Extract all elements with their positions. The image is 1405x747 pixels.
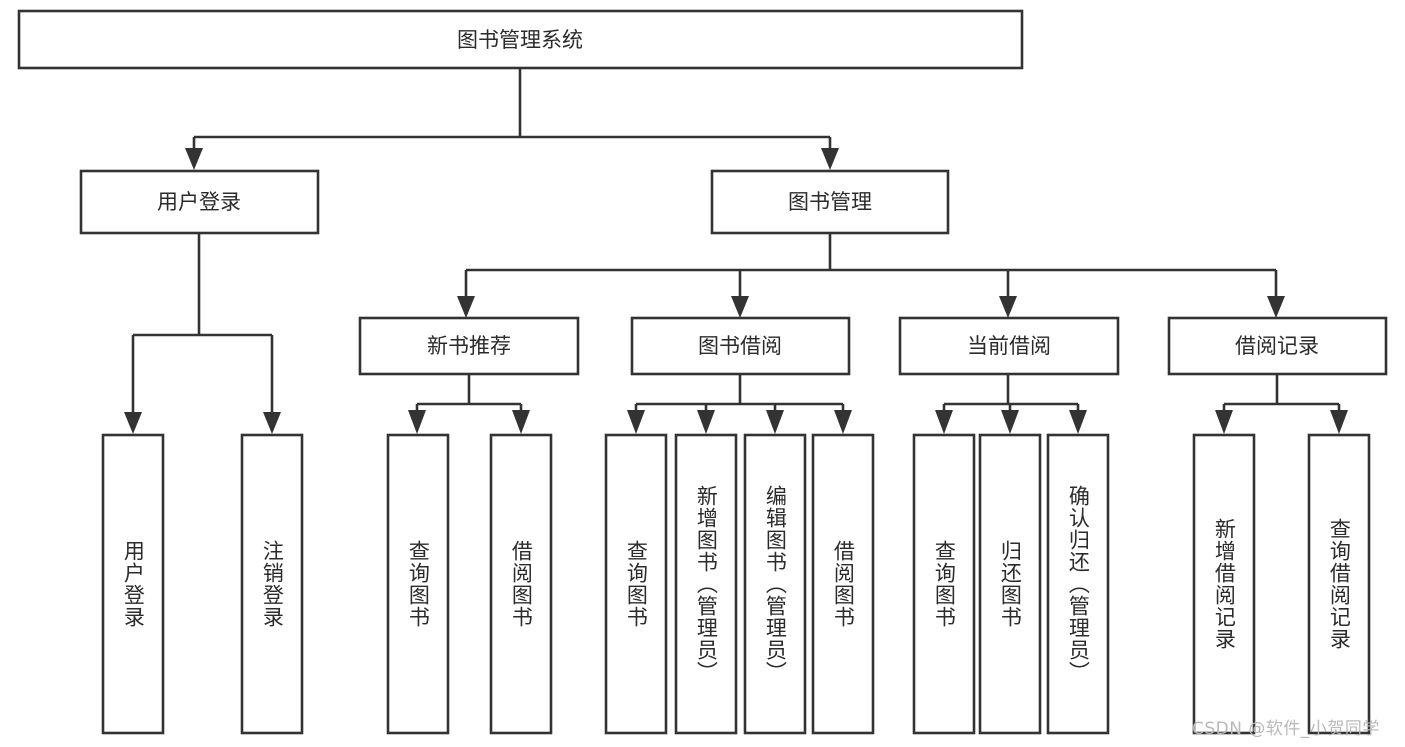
arrow-user-leaf1-icon bbox=[124, 412, 142, 434]
node-borrow-record-box[interactable] bbox=[1167, 316, 1388, 376]
node-root-box[interactable] bbox=[17, 9, 1024, 70]
leaf-box-borrow-edit-book[interactable] bbox=[743, 433, 807, 735]
leaf-label-current-confirm-return: 确认归还（管理员） bbox=[1066, 485, 1091, 683]
arrow-borrow-l1-icon bbox=[627, 410, 645, 434]
leaf-label-borrow-edit-book: 编辑图书（管理员） bbox=[763, 485, 788, 683]
arrow-user-leaf2-icon bbox=[263, 412, 281, 434]
node-book-management-box[interactable] bbox=[710, 169, 950, 235]
node-new-book-recommend[interactable]: 新书推荐 bbox=[358, 316, 580, 376]
node-book-management-label: 图书管理 bbox=[788, 190, 872, 214]
leaf-box-record-query[interactable] bbox=[1307, 433, 1371, 735]
leaf-label-borrow-borrow-book: 借阅图书 bbox=[831, 540, 856, 628]
node-book-borrow-box[interactable] bbox=[630, 316, 851, 376]
arrow-book-c1-icon bbox=[457, 296, 475, 318]
arrow-root-to-book-icon bbox=[821, 148, 839, 170]
arrow-record-l1-icon bbox=[1215, 410, 1233, 434]
node-current-borrow-box[interactable] bbox=[898, 316, 1120, 376]
arrow-rec-l1-icon bbox=[408, 410, 426, 434]
arrow-borrow-l2-icon bbox=[697, 410, 715, 434]
node-user-login-box[interactable] bbox=[79, 169, 320, 235]
leaf-box-current-confirm-return[interactable] bbox=[1046, 433, 1110, 735]
arrow-current-l2-icon bbox=[1001, 410, 1019, 434]
leaf-box-borrow-borrow-book[interactable] bbox=[811, 433, 875, 735]
node-book-borrow[interactable]: 图书借阅 bbox=[630, 316, 851, 376]
arrow-current-l1-icon bbox=[935, 410, 953, 434]
arrow-book-c4-icon bbox=[1267, 296, 1285, 318]
leaf-box-user-login[interactable] bbox=[101, 433, 165, 735]
leaf-label-user-logout: 注销登录 bbox=[260, 540, 285, 628]
leaf-label-borrow-query-book: 查询图书 bbox=[624, 540, 649, 628]
node-user-login-label: 用户登录 bbox=[157, 190, 241, 214]
leaf-label-current-query-book: 查询图书 bbox=[932, 540, 957, 628]
node-current-borrow-label: 当前借阅 bbox=[967, 334, 1051, 358]
arrow-book-c2-icon bbox=[731, 296, 749, 318]
node-root[interactable]: 图书管理系统 bbox=[17, 9, 1024, 70]
arrow-borrow-l4-icon bbox=[834, 410, 852, 434]
leaf-box-group bbox=[101, 433, 1371, 735]
leaf-label-user-login: 用户登录 bbox=[121, 540, 146, 628]
leaf-label-rec-query-book: 查询图书 bbox=[406, 540, 431, 628]
node-current-borrow[interactable]: 当前借阅 bbox=[898, 316, 1120, 376]
arrow-rec-l2-icon bbox=[512, 410, 530, 434]
leaf-label-record-query: 查询借阅记录 bbox=[1327, 518, 1352, 650]
arrow-record-l2-icon bbox=[1330, 410, 1348, 434]
leaf-box-current-return-book[interactable] bbox=[978, 433, 1042, 735]
leaf-box-borrow-add-book[interactable] bbox=[674, 433, 738, 735]
leaf-box-record-add[interactable] bbox=[1192, 433, 1256, 735]
node-book-management[interactable]: 图书管理 bbox=[710, 169, 950, 235]
connector-group bbox=[124, 68, 1348, 434]
leaf-label-borrow-add-book: 新增图书（管理员） bbox=[694, 485, 719, 683]
leaf-label-current-return-book: 归还图书 bbox=[998, 540, 1023, 628]
node-borrow-record[interactable]: 借阅记录 bbox=[1167, 316, 1388, 376]
arrow-book-c3-icon bbox=[999, 296, 1017, 318]
node-new-book-recommend-label: 新书推荐 bbox=[427, 334, 511, 358]
node-new-book-recommend-box[interactable] bbox=[358, 316, 580, 376]
arrow-borrow-l3-icon bbox=[766, 410, 784, 434]
leaf-box-current-query-book[interactable] bbox=[912, 433, 976, 735]
leaf-box-rec-borrow-book[interactable] bbox=[489, 433, 553, 735]
node-book-borrow-label: 图书借阅 bbox=[698, 334, 782, 358]
leaf-label-rec-borrow-book: 借阅图书 bbox=[509, 540, 534, 628]
leaf-box-borrow-query-book[interactable] bbox=[604, 433, 668, 735]
csdn-watermark: CSDN @软件_小贺同学 bbox=[1192, 719, 1380, 739]
node-borrow-record-label: 借阅记录 bbox=[1235, 334, 1319, 358]
arrow-root-to-user-icon bbox=[185, 148, 203, 170]
node-root-label: 图书管理系统 bbox=[457, 28, 583, 52]
leaf-box-user-logout[interactable] bbox=[240, 433, 304, 735]
leaf-label-record-add: 新增借阅记录 bbox=[1212, 518, 1237, 650]
arrow-current-l3-icon bbox=[1069, 410, 1087, 434]
node-user-login[interactable]: 用户登录 bbox=[79, 169, 320, 235]
leaf-box-rec-query-book[interactable] bbox=[386, 433, 450, 735]
